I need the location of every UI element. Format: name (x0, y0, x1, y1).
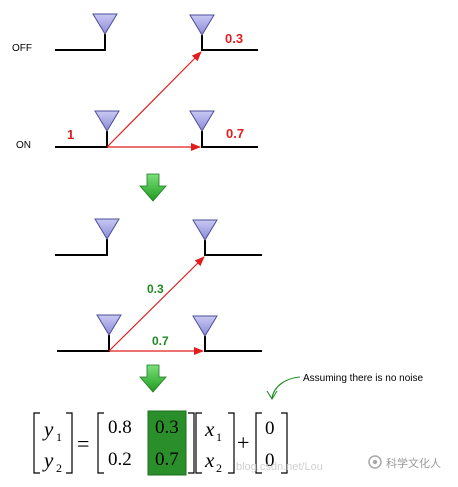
y1-symbol: y (42, 417, 54, 441)
equation: y 1 y 2 = 0.8 0.2 0.3 0.7 x 1 x 2 + 0 0 (33, 410, 288, 476)
tx-antenna-mid-upper (55, 218, 120, 256)
bracket-left (33, 412, 40, 474)
h22: 0.7 (155, 449, 179, 470)
down-arrow-icon (139, 173, 167, 202)
antenna-icon (192, 219, 218, 241)
annotation-text: Assuming there is no noise (303, 373, 424, 384)
rx-antenna-lower (189, 110, 258, 148)
rx-antenna-mid-upper (192, 219, 262, 256)
mid-gain-upper-value: 0.3 (147, 282, 164, 296)
tx-antenna-mid-lower (57, 314, 122, 352)
antenna-icon (189, 110, 215, 132)
h21: 0.2 (108, 449, 132, 470)
noise-2: 0 (265, 450, 275, 471)
bracket-right (66, 412, 73, 474)
mid-path-arrow-upper (108, 256, 205, 352)
x1-subscript: 1 (216, 430, 222, 444)
bracket-left (195, 412, 202, 474)
equals-sign: = (77, 431, 89, 456)
y2-symbol: y (42, 448, 54, 472)
x1-symbol: x (204, 417, 215, 441)
noise-1: 0 (265, 418, 275, 439)
antenna-icon (96, 314, 122, 336)
antenna-icon (189, 14, 215, 36)
antenna-icon (192, 315, 218, 337)
watermark-brand: 科学文化人 (386, 456, 441, 470)
h12: 0.3 (155, 417, 179, 438)
path-arrow-upper (106, 51, 202, 148)
antenna-icon (94, 218, 120, 240)
down-arrow-icon (139, 364, 167, 393)
tx-antenna-on (55, 110, 120, 148)
rx-antenna-mid-lower (192, 315, 262, 352)
bracket-right (281, 412, 288, 474)
on-label: ON (16, 140, 31, 151)
y2-subscript: 2 (56, 461, 62, 475)
bracket-left (255, 412, 262, 474)
x2-subscript: 2 (216, 461, 222, 475)
watermark-url: blog.csdn.net/Lou (236, 461, 323, 473)
antenna-icon (92, 13, 118, 35)
y1-subscript: 1 (56, 430, 62, 444)
input-value: 1 (67, 127, 74, 142)
tx-antenna-off (55, 13, 118, 51)
off-label: OFF (12, 43, 32, 54)
plus-sign: + (237, 430, 249, 455)
bracket-right (188, 412, 195, 474)
annotation-pointer (271, 376, 301, 399)
mid-gain-lower-value: 0.7 (152, 334, 169, 348)
watermark-logo-icon (368, 455, 382, 469)
highlight-column (147, 410, 187, 476)
antenna-icon (94, 110, 120, 132)
annotation-arrowhead (266, 390, 278, 401)
gain-lower-value: 0.7 (226, 126, 244, 141)
gain-upper-value: 0.3 (225, 31, 243, 46)
x2-symbol: x (204, 448, 215, 472)
bracket-right (228, 412, 235, 474)
bracket-left (97, 412, 104, 474)
h11: 0.8 (108, 417, 132, 438)
rx-antenna-upper (189, 14, 258, 51)
